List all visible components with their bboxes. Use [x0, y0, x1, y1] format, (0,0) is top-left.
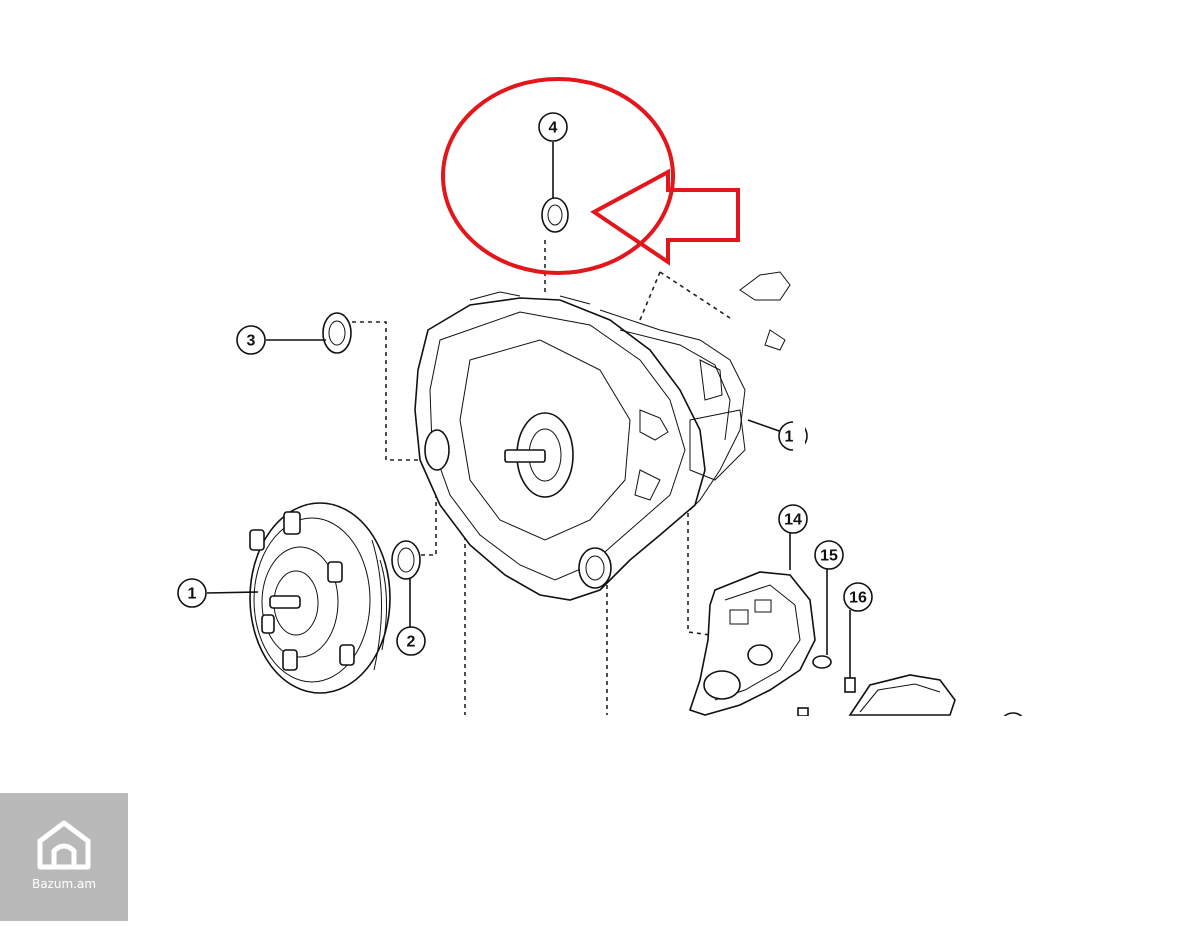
callout-3: 3: [236, 325, 266, 355]
highlight-arrow-icon: [590, 168, 740, 266]
highlight-markup: [441, 77, 740, 275]
watermark-text: Bazum.am: [31, 877, 97, 891]
callout-14: 14: [778, 504, 808, 534]
transmission-case: [414, 271, 791, 601]
callout-1: 1: [177, 578, 207, 608]
callout-label: 16: [849, 590, 867, 607]
seal-part-4: [541, 142, 569, 233]
callout-label: 1: [188, 586, 197, 603]
callout-label: 15: [820, 548, 838, 565]
callout-12-partial: 1: [778, 418, 808, 454]
valve-body: [688, 532, 956, 717]
highlight-ellipse: [441, 77, 675, 275]
callout-15: 15: [814, 540, 844, 570]
callout-label: 2: [407, 634, 416, 651]
seal-part-2: [391, 540, 421, 630]
callout-2: 2: [396, 626, 426, 656]
watermark-badge: Bazum.am: [0, 793, 128, 921]
callout-label: 4: [549, 120, 558, 137]
torque-converter: [249, 502, 391, 694]
callout-label: 14: [784, 512, 802, 529]
house-logo-icon: [37, 820, 91, 870]
callout-label: 3: [247, 333, 256, 350]
callout-16: 16: [843, 582, 873, 612]
seal-part-3: [266, 312, 352, 354]
solid-leader-lines: [206, 591, 259, 594]
callout-label: 1: [785, 429, 794, 446]
crop-mask: [0, 716, 1200, 921]
callout-4: 4: [538, 112, 568, 142]
